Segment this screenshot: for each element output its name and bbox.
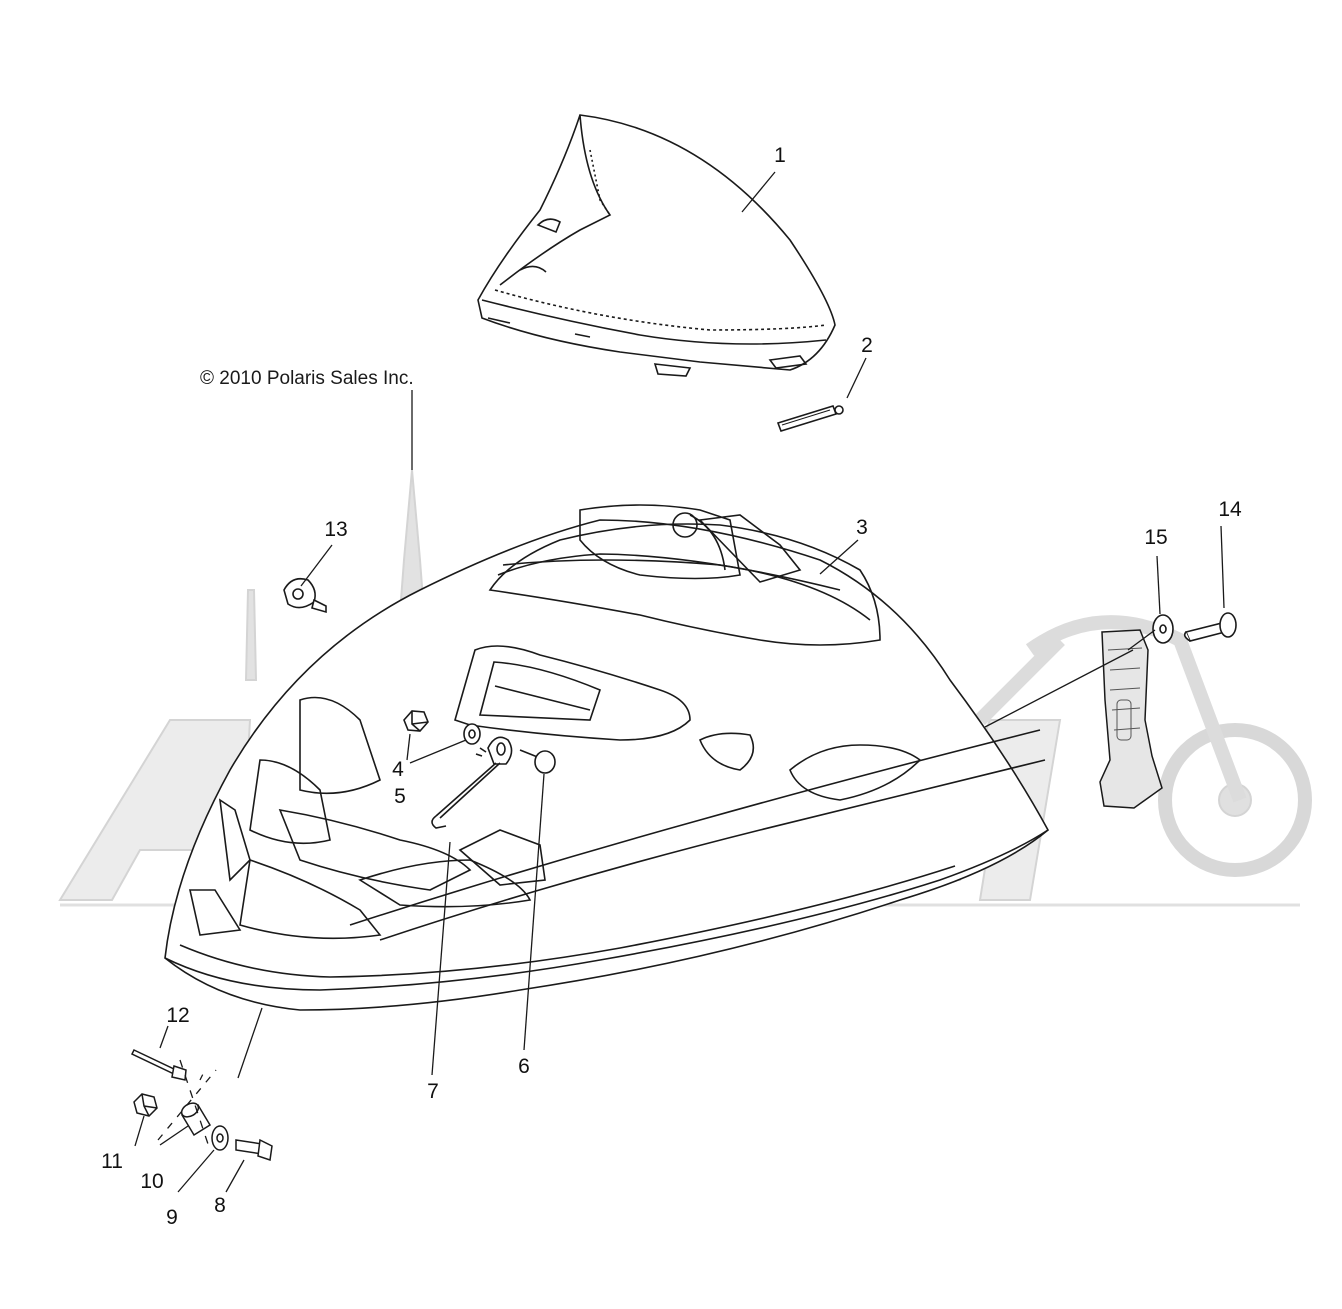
leader-lines: [134, 171, 1225, 1193]
callout-5: 5: [394, 785, 406, 808]
plug-part-6: [519, 749, 556, 774]
clip-part-13: [283, 577, 327, 614]
pin-part-2: [776, 405, 844, 432]
spacer-part-10: [180, 1102, 212, 1137]
callout-13: 13: [324, 518, 348, 541]
bolt-part-14: [1183, 612, 1237, 642]
windshield-part-1: [477, 114, 836, 377]
latch-part-7: [431, 736, 513, 829]
copyright-text: © 2010 Polaris Sales Inc.: [200, 368, 414, 389]
washer-part-9: [211, 1125, 229, 1151]
callout-14: 14: [1218, 498, 1242, 521]
callout-6: 6: [518, 1055, 530, 1078]
hood-part-3: [164, 504, 1050, 1011]
callout-10: 10: [140, 1170, 164, 1193]
callout-7: 7: [427, 1080, 439, 1103]
nut-part-4: [403, 710, 429, 732]
callout-9: 9: [166, 1206, 178, 1229]
callout-8: 8: [214, 1194, 226, 1217]
callout-12: 12: [166, 1004, 190, 1027]
washer-part-15: [1152, 614, 1174, 644]
nut-part-11: [133, 1093, 158, 1117]
strap-part: [1099, 629, 1163, 809]
callout-2: 2: [861, 334, 873, 357]
callout-3: 3: [856, 516, 868, 539]
callout-11: 11: [101, 1150, 123, 1173]
bolt-part-8: [235, 1138, 273, 1161]
screw-part-12: [130, 1049, 187, 1081]
callout-1: 1: [774, 144, 786, 167]
washer-part-5: [463, 723, 481, 745]
callout-4: 4: [392, 758, 404, 781]
callout-15: 15: [1144, 526, 1168, 549]
